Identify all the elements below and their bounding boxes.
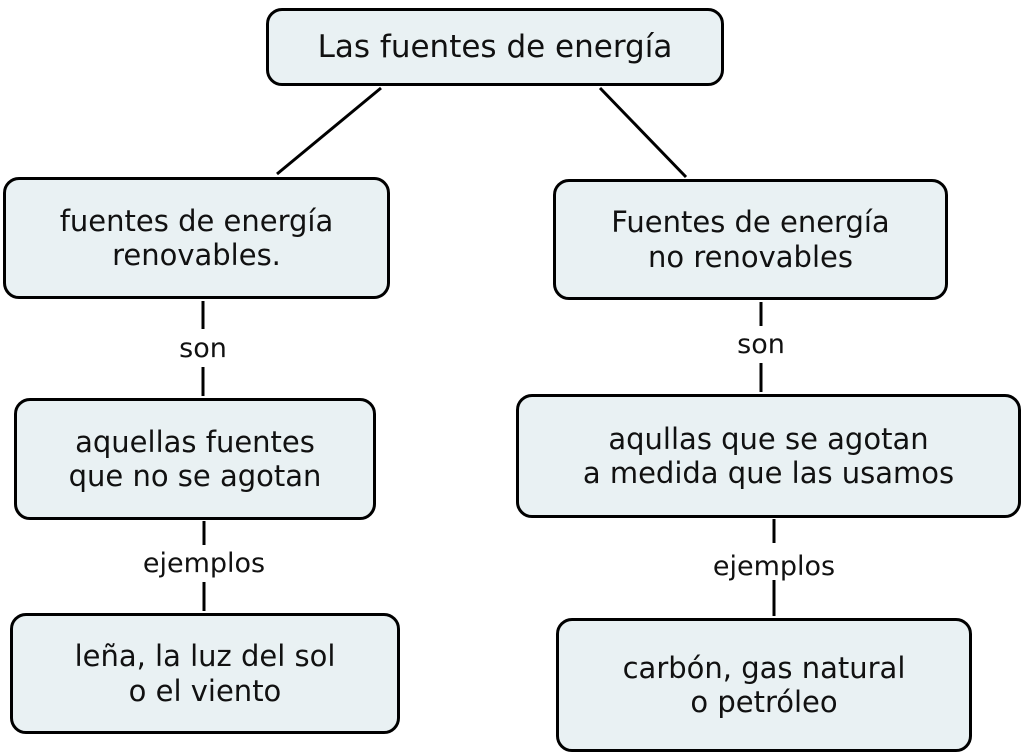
node-label-definicion-renovables: aquellas fuentes que no se agotan [68,424,322,493]
node-label-root: Las fuentes de energía [317,28,673,65]
connector-root-to-no-renovables [598,86,688,179]
edge-label-son-right: son [737,328,785,360]
node-definicion-renovables[interactable]: aquellas fuentes que no se agotan [14,398,376,520]
edge-label-ejemplos-left: ejemplos [142,547,266,579]
connector-root-to-renovables [276,86,382,176]
edge-label-son-left: son [179,332,227,364]
edge-label-ejemplos-right: ejemplos [712,550,836,582]
node-renovables[interactable]: fuentes de energía renovables. [3,177,390,299]
node-no-renovables[interactable]: Fuentes de energía no renovables [553,179,948,300]
node-ejemplos-no-renovables[interactable]: carbón, gas natural o petróleo [556,618,972,752]
connector-lines [201,86,776,616]
node-root[interactable]: Las fuentes de energía [266,8,724,86]
node-label-ejemplos-renovables: leña, la luz del sol o el viento [74,639,336,708]
node-definicion-no-renovables[interactable]: aqullas que se agotan a medida que las u… [516,394,1021,518]
node-label-renovables: fuentes de energía renovables. [59,203,334,272]
node-ejemplos-renovables[interactable]: leña, la luz del sol o el viento [10,613,400,734]
node-label-definicion-no-renovables: aqullas que se agotan a medida que las u… [582,421,955,490]
node-label-no-renovables: Fuentes de energía no renovables [611,205,890,274]
node-label-ejemplos-no-renovables: carbón, gas natural o petróleo [622,650,906,719]
